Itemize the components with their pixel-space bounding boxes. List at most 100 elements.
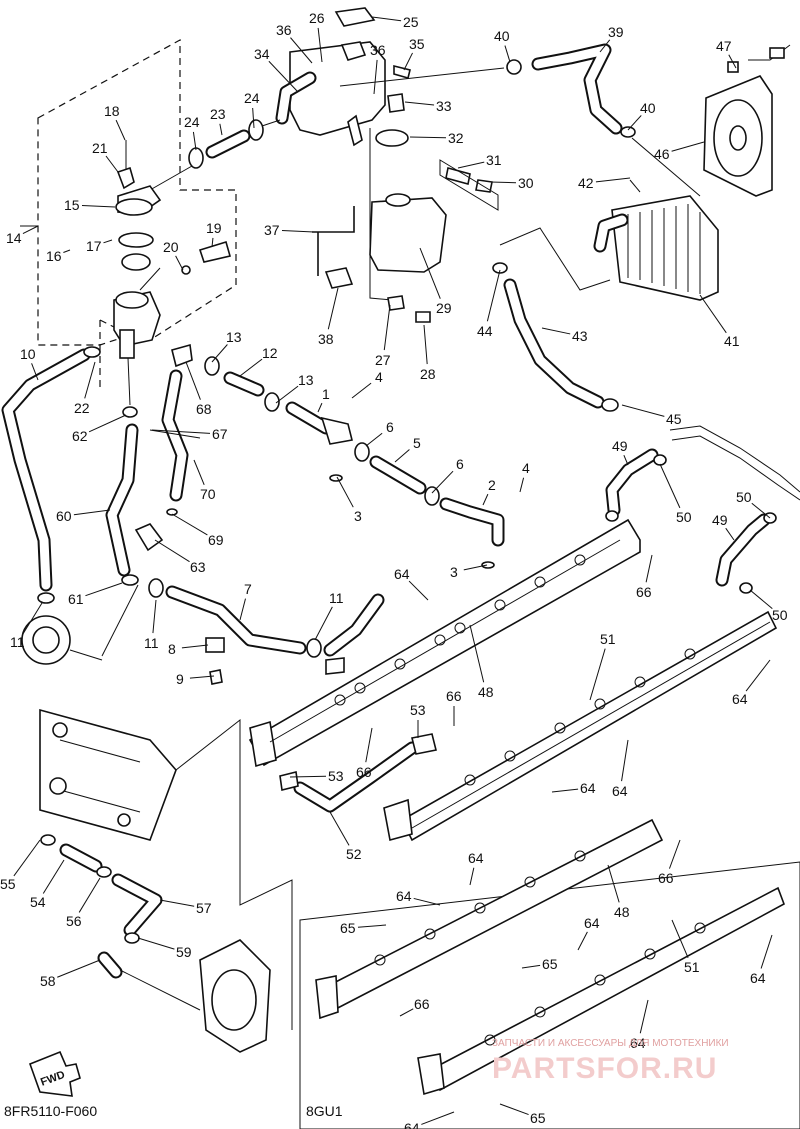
variant-8gu1-box [299,818,800,1129]
callout-number: 44 [477,323,493,339]
callout-leader [365,432,383,447]
callout-number: 6 [386,419,394,435]
callout-number: 13 [298,372,314,388]
hose-57 [111,873,163,944]
callout-leader [193,459,205,485]
callout-leader [486,269,501,322]
callout-number: 5 [413,435,421,451]
callout-leader [151,429,211,434]
callout-leader [105,155,119,173]
callout-leader [504,45,511,63]
callout-number: 70 [200,486,216,502]
callout-leader [81,204,116,208]
cylinder-block [39,708,293,1030]
callout-number: 24 [244,90,260,106]
callout-number: 29 [436,300,452,316]
hose-49 [605,425,800,594]
pipe-1 [285,401,353,482]
callout-number: 15 [64,197,80,213]
callout-number: 64 [584,915,600,931]
callout-leader [289,775,327,778]
callout-number: 39 [608,24,624,40]
callout-leader [519,477,525,493]
fwd-arrow: FWD [28,1050,81,1097]
callout-leader [73,509,111,516]
callout-leader [327,287,339,330]
callout-leader [192,131,197,151]
callout-leader [408,580,429,601]
callout-leader [78,877,101,913]
callout-leader [103,239,113,244]
callout-number: 49 [712,512,728,528]
callout-leader [760,934,773,969]
callout-leader [639,999,649,1034]
callout-number: 54 [30,894,46,910]
callout-leader [589,648,606,701]
callout-number: 9 [176,671,184,687]
callout-leader [469,624,485,683]
callout-leader [171,513,208,536]
hose-43 [492,262,619,412]
callout-number: 45 [666,411,682,427]
callout-leader [314,606,333,641]
callout-leader [57,959,101,978]
callout-number: 65 [542,956,558,972]
callout-leader [668,839,681,869]
callout-leader [317,402,323,413]
callout-leader [659,463,681,509]
callout-number: 66 [446,688,462,704]
callout-number: 52 [346,846,362,862]
callout-leader [404,101,435,106]
callout-number: 59 [176,944,192,960]
callout-leader [645,554,653,583]
callout-leader [22,602,43,634]
callout-number: 33 [436,98,452,114]
callout-number: 35 [409,36,425,52]
callout-number: 64 [580,780,596,796]
callout-number: 25 [403,14,419,30]
callout-number: 64 [732,691,748,707]
callout-number: 47 [716,38,732,54]
callout-number: 64 [396,888,412,904]
callout-number: 1 [322,386,330,402]
callout-number: 19 [206,220,222,236]
callout-number: 30 [518,175,534,191]
callout-number: 3 [450,564,458,580]
callout-number: 8 [168,641,176,657]
callout-number: 65 [530,1110,546,1126]
callout-number: 12 [262,345,278,361]
callout-number: 7 [244,581,252,597]
callout-leader [189,675,215,679]
callout-number: 51 [600,631,616,647]
callout-number: 11 [329,590,344,606]
callout-leader [403,52,413,71]
callout-leader [469,867,475,886]
callout-leader [159,899,195,907]
callout-leader [671,919,689,958]
callout-leader [268,60,299,93]
callout-leader [399,1008,414,1017]
side-pipe-48-upper [248,518,641,768]
hose-5 [354,442,440,506]
callout-number: 64 [750,970,766,986]
callout-leader [607,864,620,903]
callout-number: 53 [410,702,426,718]
callout-number: 18 [104,103,120,119]
side-pipe-51-upper [383,610,778,842]
callout-number: 66 [414,996,430,1012]
watermark-caption: ЗАПЧАСТИ И АКСЕССУАРЫ ДЛЯ МОТОТЕХНИКИ [492,1038,729,1049]
callout-leader [383,304,391,351]
callout-number: 64 [630,1035,646,1051]
callout-number: 36 [370,42,386,58]
callout-number: 68 [196,401,212,417]
hose-12 [204,356,280,412]
callout-number: 16 [46,248,62,264]
callout-number: 21 [92,140,108,156]
callout-leader [621,404,665,417]
callout-number: 50 [772,607,788,623]
callout-leader [699,294,727,334]
callout-number: 64 [612,783,628,799]
callout-leader [413,897,441,906]
callout-leader [623,455,629,466]
